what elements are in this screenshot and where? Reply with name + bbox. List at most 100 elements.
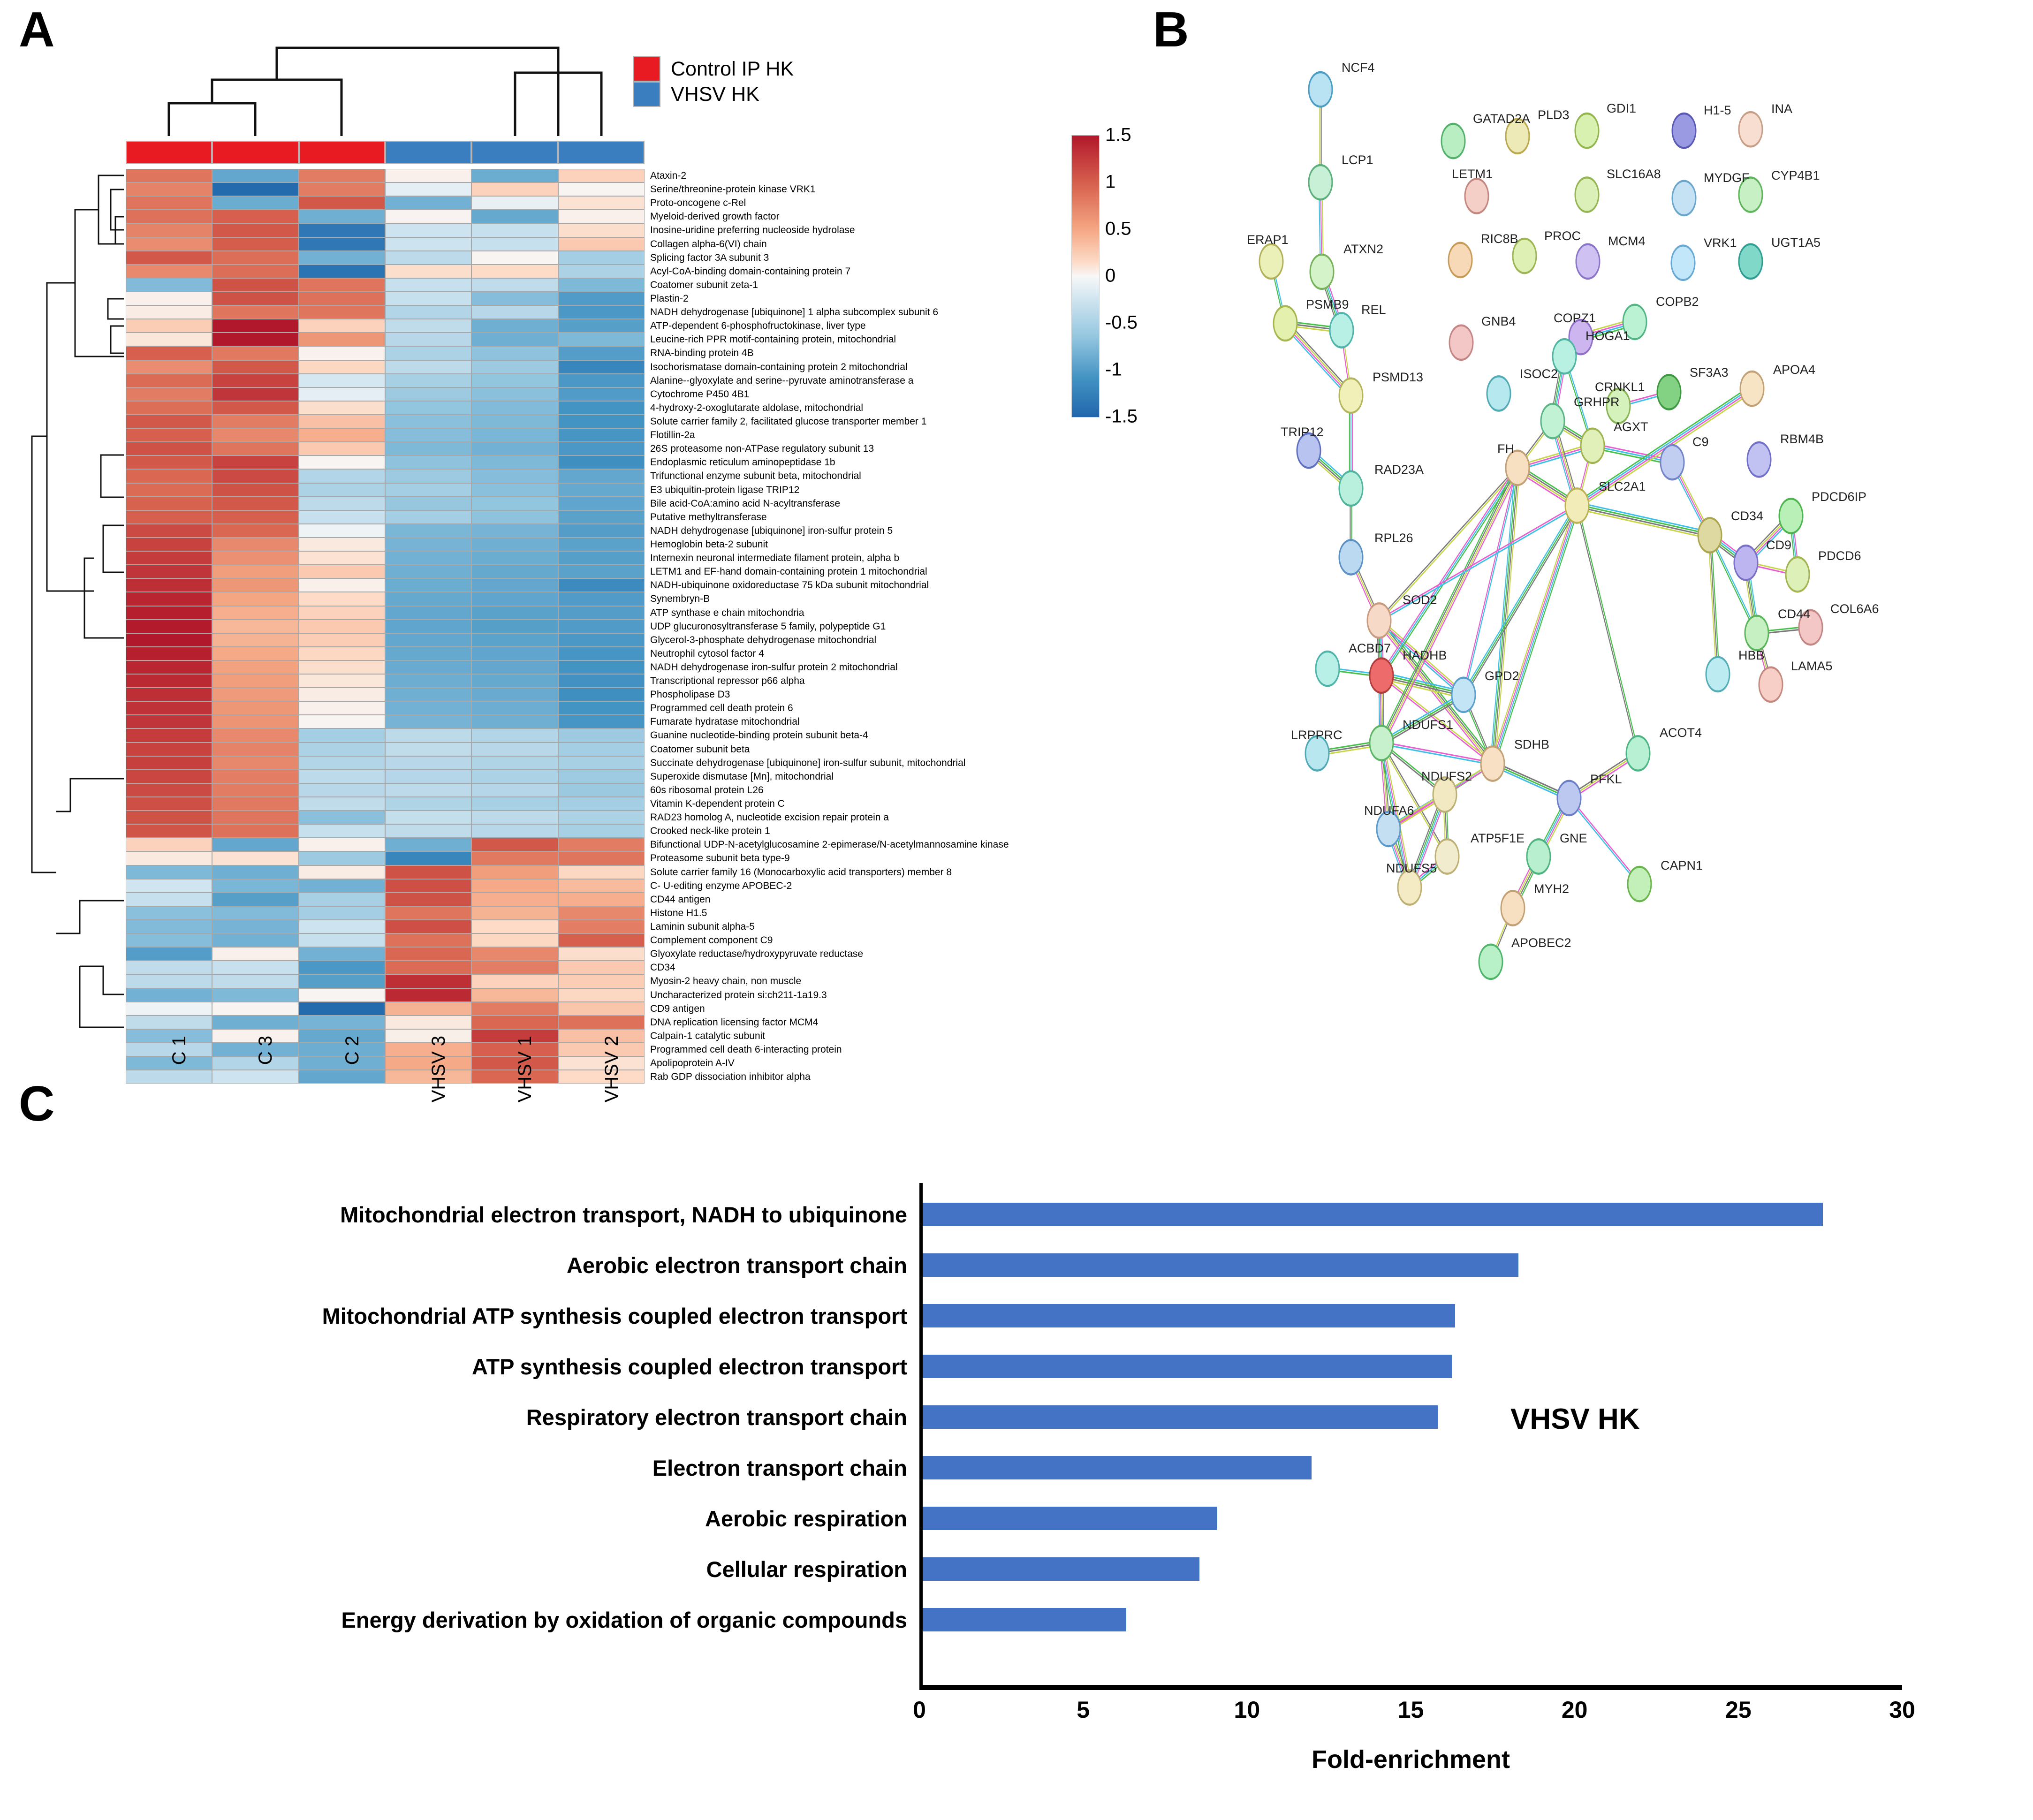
network-node[interactable] [1480, 745, 1505, 782]
bar-track [919, 1196, 1970, 1233]
network-edge [1708, 535, 1757, 634]
heatmap-cell [126, 769, 212, 783]
network-node[interactable] [1376, 811, 1401, 848]
heatmap-cell [298, 537, 385, 552]
network-node[interactable] [1606, 387, 1631, 425]
heatmap-cell [558, 906, 645, 920]
network-node[interactable] [1733, 544, 1759, 581]
heatmap-row [126, 1043, 645, 1057]
network-node[interactable] [1574, 176, 1600, 213]
heatmap-cell [126, 974, 212, 988]
network-node[interactable] [1625, 735, 1651, 772]
network-edge [1569, 796, 1640, 884]
network-node[interactable] [1739, 370, 1765, 407]
network-node-label: PROC [1544, 229, 1581, 243]
network-node[interactable] [1338, 539, 1364, 576]
network-node[interactable] [1798, 609, 1823, 646]
heatmap-cell [385, 1043, 472, 1057]
heatmap-row-label: Glyoxylate reductase/hydroxypyruvate red… [650, 948, 864, 960]
network-node[interactable] [1758, 666, 1783, 703]
network-node[interactable] [1671, 112, 1697, 149]
heatmap-grid [126, 169, 645, 1084]
heatmap-cell [298, 210, 385, 224]
network-node[interactable] [1738, 111, 1763, 148]
heatmap-cell [471, 319, 558, 333]
network-node[interactable] [1575, 243, 1601, 280]
heatmap-cell [558, 182, 645, 197]
network-edge [1378, 466, 1517, 621]
network-node[interactable] [1505, 449, 1530, 486]
network-node[interactable] [1315, 650, 1340, 687]
network-node[interactable] [1397, 869, 1422, 906]
network-node[interactable] [1505, 118, 1530, 155]
network-node[interactable] [1540, 402, 1565, 440]
network-node[interactable] [1738, 243, 1763, 280]
network-node-label: MCM4 [1608, 234, 1646, 248]
network-node[interactable] [1434, 838, 1460, 875]
network-node[interactable] [1432, 776, 1457, 813]
network-node[interactable] [1526, 838, 1551, 875]
network-node[interactable] [1738, 176, 1763, 213]
network-node[interactable] [1308, 71, 1333, 108]
network-node[interactable] [1369, 657, 1394, 694]
network-node[interactable] [1441, 122, 1466, 159]
network-node[interactable] [1778, 498, 1804, 534]
network-node[interactable] [1622, 303, 1647, 341]
network-edge [1577, 506, 1710, 537]
network-node[interactable] [1486, 375, 1511, 412]
network-node-label: PSMD13 [1373, 370, 1424, 385]
network-node[interactable] [1568, 318, 1593, 356]
network-node[interactable] [1329, 312, 1354, 349]
network-node[interactable] [1552, 338, 1577, 375]
network-node[interactable] [1564, 487, 1590, 524]
network-node[interactable] [1366, 602, 1392, 639]
network-node[interactable] [1785, 556, 1810, 593]
x-tick-label: 25 [1725, 1697, 1752, 1723]
network-node[interactable] [1449, 324, 1474, 361]
network-node[interactable] [1309, 253, 1335, 290]
network-node[interactable] [1660, 444, 1685, 481]
heatmap-row-label: Splicing factor 3A subunit 3 [650, 252, 769, 263]
network-edge [1517, 443, 1593, 467]
heatmap-cell [212, 1056, 299, 1070]
network-node[interactable] [1744, 614, 1769, 652]
network-node[interactable] [1705, 656, 1730, 693]
network-node[interactable] [1580, 427, 1605, 464]
network-node[interactable] [1308, 164, 1333, 201]
network-node[interactable] [1478, 943, 1503, 980]
heatmap-cell [212, 237, 299, 251]
network-node[interactable] [1451, 676, 1476, 713]
heatmap-cell [298, 223, 385, 237]
heatmap-cell [558, 523, 645, 538]
heatmap-row [126, 346, 645, 360]
network-node[interactable] [1464, 178, 1489, 214]
network-node[interactable] [1338, 377, 1364, 414]
network-node[interactable] [1512, 237, 1537, 274]
network-node[interactable] [1656, 374, 1682, 410]
network-node[interactable] [1259, 243, 1284, 280]
network-node[interactable] [1273, 305, 1298, 342]
network-node[interactable] [1671, 180, 1697, 217]
heatmap-row-label: Proto-oncogene c-Rel [650, 197, 746, 209]
network-node[interactable] [1338, 470, 1364, 507]
heatmap-cell [212, 442, 299, 456]
network-node[interactable] [1670, 244, 1696, 281]
panel-c-barchart: C Mitochondrial electron transport, NADH… [0, 1079, 2033, 1820]
network-node[interactable] [1296, 432, 1321, 469]
heatmap-cell [298, 892, 385, 906]
network-node[interactable] [1746, 441, 1772, 478]
network-node[interactable] [1556, 780, 1582, 817]
network-node[interactable] [1574, 112, 1600, 149]
bar-track [919, 1348, 1970, 1385]
network-node[interactable] [1500, 890, 1525, 926]
network-node[interactable] [1369, 725, 1394, 761]
heatmap-cell [126, 346, 212, 360]
heatmap-cell [126, 920, 212, 934]
network-node[interactable] [1305, 735, 1330, 772]
network-node[interactable] [1448, 242, 1473, 279]
heatmap-row-label: Programmed cell death 6-interacting prot… [650, 1044, 842, 1055]
heatmap-cell [558, 660, 645, 675]
heatmap-row-label: NADH dehydrogenase [ubiquinone] 1 alpha … [650, 307, 939, 318]
network-node[interactable] [1697, 517, 1722, 554]
network-node[interactable] [1627, 865, 1652, 902]
